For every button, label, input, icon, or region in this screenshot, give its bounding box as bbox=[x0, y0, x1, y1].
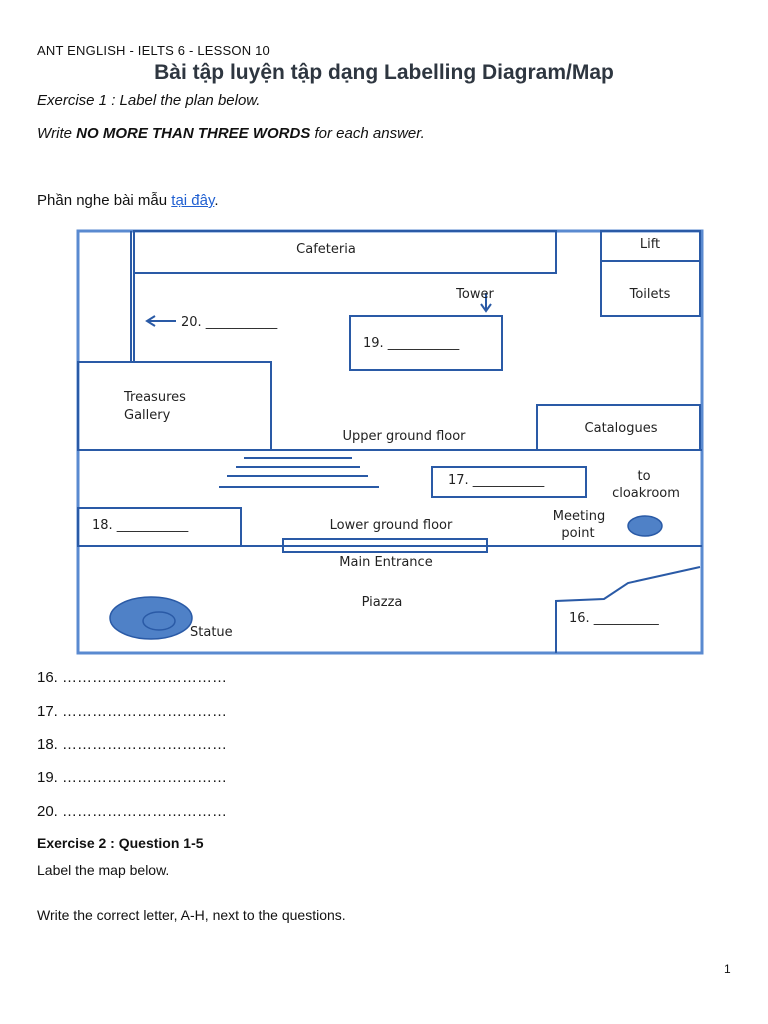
question-19-label: 19. ___________ bbox=[363, 336, 460, 351]
treasures-gallery-label-1: Treasures bbox=[123, 390, 186, 405]
cloakroom-label: cloakroom bbox=[612, 486, 680, 501]
statue-marker bbox=[109, 596, 193, 640]
listen-line: Phần nghe bài mẫu tại đây. bbox=[37, 192, 219, 209]
instruction-bold: NO MORE THAN THREE WORDS bbox=[76, 125, 311, 142]
tower-label: Tower bbox=[455, 287, 494, 302]
listen-link[interactable]: tại đây bbox=[171, 192, 215, 209]
point-label: point bbox=[561, 526, 594, 541]
answer-line-17[interactable]: 17. …………………………… bbox=[37, 703, 228, 720]
main-entrance-door bbox=[282, 538, 488, 553]
cafeteria-label: Cafeteria bbox=[296, 242, 356, 257]
exercise1-heading: Exercise 1 : Label the plan below. bbox=[37, 92, 261, 109]
exercise2-heading: Exercise 2 : Question 1-5 bbox=[37, 835, 204, 851]
cafeteria-room bbox=[133, 230, 557, 274]
room-17 bbox=[431, 466, 587, 498]
page-number: 1 bbox=[724, 962, 731, 976]
question-17-label: 17. ___________ bbox=[448, 473, 545, 488]
arrow-20-head bbox=[145, 315, 156, 327]
question-16-label: 16. __________ bbox=[569, 611, 659, 626]
statue-inner-ring bbox=[142, 611, 176, 631]
page-title: Bài tập luyện tập dạng Labelling Diagram… bbox=[154, 61, 614, 84]
exercise2-description: Label the map below. bbox=[37, 862, 170, 878]
question-18-label: 18. ___________ bbox=[92, 518, 189, 533]
exercise1-instruction: Write NO MORE THAN THREE WORDS for each … bbox=[37, 125, 425, 142]
main-entrance-label: Main Entrance bbox=[339, 555, 432, 570]
floor-plan: Cafeteria Lift Toilets Tower 20. _______… bbox=[76, 229, 704, 655]
lower-ground-floor-label: Lower ground floor bbox=[330, 518, 453, 533]
building-16-outline bbox=[555, 566, 701, 653]
lift-label: Lift bbox=[640, 237, 660, 252]
instruction-prefix: Write bbox=[37, 125, 77, 142]
course-header: ANT ENGLISH - IELTS 6 - LESSON 10 bbox=[37, 43, 270, 58]
piazza-label: Piazza bbox=[362, 595, 403, 610]
question-20-label: 20. ___________ bbox=[181, 315, 278, 330]
exercise2-instruction: Write the correct letter, A-H, next to t… bbox=[37, 907, 346, 923]
toilets-room bbox=[600, 260, 701, 317]
instruction-suffix: for each answer. bbox=[310, 125, 425, 142]
answer-line-18[interactable]: 18. …………………………… bbox=[37, 736, 228, 753]
statue-label: Statue bbox=[190, 625, 233, 640]
answer-line-20[interactable]: 20. …………………………… bbox=[37, 803, 228, 820]
toilets-label: Toilets bbox=[629, 287, 671, 302]
catalogues-label: Catalogues bbox=[585, 421, 658, 436]
answer-line-19[interactable]: 19. …………………………… bbox=[37, 769, 228, 786]
treasures-gallery-label-2: Gallery bbox=[124, 408, 171, 423]
room-19 bbox=[349, 315, 503, 371]
meeting-point-marker bbox=[627, 515, 663, 537]
upper-ground-floor-label: Upper ground floor bbox=[342, 429, 466, 444]
tower-arrow-head bbox=[480, 303, 492, 313]
listen-suffix: . bbox=[214, 192, 219, 209]
treasures-gallery-room bbox=[77, 361, 272, 451]
listen-prefix: Phần nghe bài mẫu bbox=[37, 192, 172, 209]
answer-line-16[interactable]: 16. …………………………… bbox=[37, 669, 228, 686]
to-label: to bbox=[637, 469, 650, 484]
meeting-label: Meeting bbox=[553, 509, 605, 524]
